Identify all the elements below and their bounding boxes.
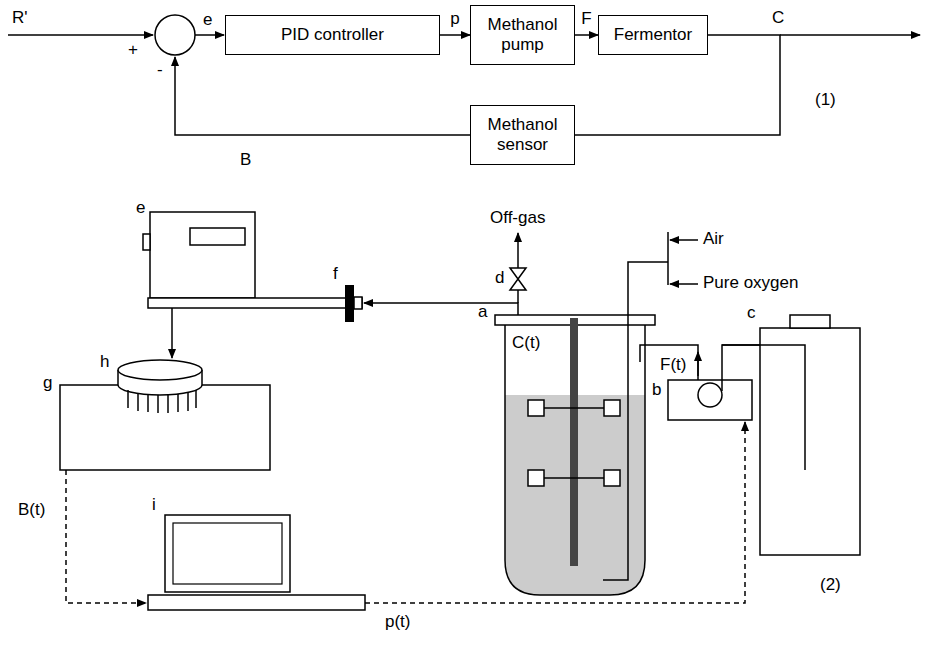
diagram-label: e (203, 10, 212, 30)
diagram-label: c (747, 303, 756, 323)
diagram-label: Off-gas (490, 208, 545, 228)
diagram-label: C(t) (512, 333, 540, 353)
connector (575, 34, 598, 36)
gas-line (667, 232, 669, 285)
off-gas-line (364, 303, 518, 315)
diagram-label: e (136, 198, 145, 218)
laptop-screen (165, 515, 290, 592)
impeller-blade (528, 470, 544, 486)
air-line (670, 239, 698, 241)
diagram-label: Air (703, 229, 724, 249)
sparger-line (603, 262, 668, 580)
impeller-arm (540, 477, 608, 479)
summing-junction (155, 15, 195, 55)
diagram-label: g (43, 373, 52, 393)
sensor-disc-top (118, 360, 202, 380)
diagram-label: p(t) (385, 612, 411, 632)
agitator-shaft (570, 318, 578, 566)
sensor-pins (128, 390, 196, 413)
signal-line (365, 422, 745, 603)
feed-tube (722, 345, 805, 470)
diagram-label: C (772, 8, 784, 28)
diagram-label: (1) (815, 90, 836, 110)
diagram-label: F(t) (660, 355, 686, 375)
signal-line (195, 34, 224, 36)
gas-tube (148, 298, 362, 308)
feed-tube (640, 345, 698, 383)
methanol-bottle (760, 328, 860, 555)
filter-fitting (354, 297, 362, 309)
impeller-blade (604, 400, 620, 416)
diagram-label: B(t) (18, 500, 45, 520)
analyzer-unit (150, 212, 255, 298)
process-box: Fermentor (598, 15, 708, 55)
connector (440, 34, 470, 36)
feedback-line (175, 57, 475, 135)
diagram-label: b (652, 380, 661, 400)
flow-arrow (697, 352, 699, 376)
process-box: Methanol pump (470, 5, 575, 65)
signal-label: p (449, 9, 460, 29)
diagram-label: (2) (820, 575, 841, 595)
diagram-label: B (240, 150, 251, 170)
diagram-label: - (157, 60, 163, 80)
pump-head (698, 383, 722, 407)
box-text: PID controller (281, 25, 384, 45)
laptop-base (148, 595, 365, 610)
diagram-label: d (495, 268, 504, 288)
diagram-label: f (333, 264, 338, 284)
gas-line (171, 308, 173, 358)
diagram-label: R' (12, 8, 28, 28)
process-box: Methanol sensor (470, 105, 575, 165)
process-box: PID controller (225, 15, 440, 55)
diagram-label: i (152, 495, 156, 515)
signal-line (8, 34, 153, 36)
bottle-cap (790, 315, 830, 328)
analyzer-display (190, 228, 245, 245)
impeller-blade (528, 400, 544, 416)
impeller-arm (540, 407, 608, 409)
signal-line (66, 470, 146, 603)
valve-symbol (510, 268, 526, 290)
impeller-blade (604, 470, 620, 486)
box-text: Fermentor (614, 25, 692, 45)
sensor-housing (60, 385, 270, 470)
oxygen-line (670, 283, 698, 285)
diagram-label: Pure oxygen (703, 273, 798, 293)
box-text: Methanol sensor (471, 115, 574, 156)
filter (345, 285, 354, 322)
diagram-label: + (128, 40, 138, 60)
output-line (780, 34, 920, 36)
diagram-label: a (478, 302, 487, 322)
analyzer-knob (143, 234, 150, 250)
diagram-label: h (100, 352, 109, 372)
pump-housing (668, 380, 752, 420)
signal-label: F (580, 9, 592, 29)
laptop-display (173, 523, 282, 584)
box-text: Methanol pump (471, 15, 574, 56)
